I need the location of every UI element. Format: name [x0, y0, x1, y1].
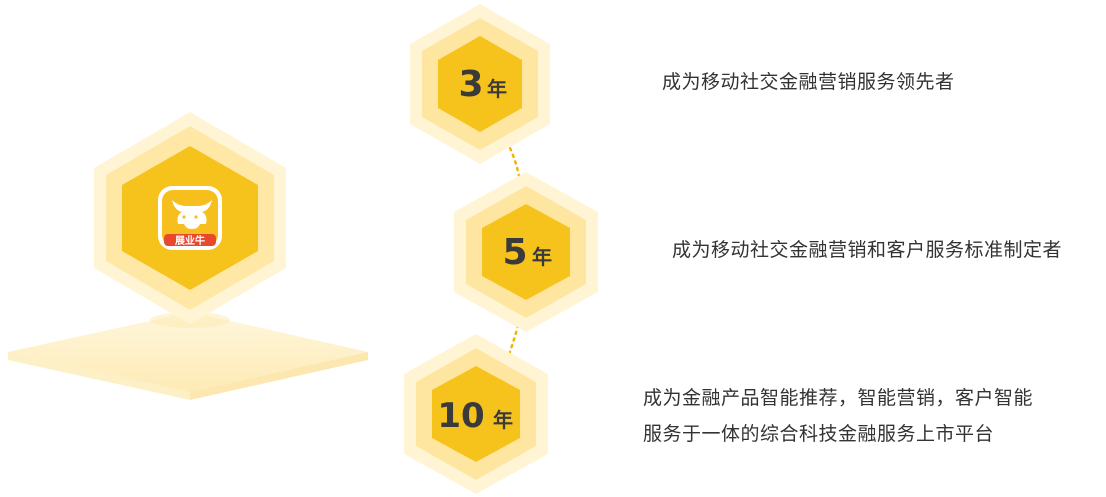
- milestone-hex-10: 10 年: [404, 334, 548, 494]
- milestone-unit: 年: [487, 77, 507, 101]
- description-line: 成为金融产品智能推荐，智能营销，客户智能: [643, 387, 1034, 409]
- milestone-unit: 年: [493, 408, 513, 432]
- bull-icon: [172, 200, 212, 229]
- milestone-description-10: 成为金融产品智能推荐，智能营销，客户智能 服务于一体的综合科技金融服务上市平台: [643, 380, 1033, 452]
- milestone-unit: 年: [532, 245, 552, 269]
- description-line: 成为移动社交金融营销和客户服务标准制定者: [672, 239, 1063, 261]
- app-icon[interactable]: 展业牛: [158, 186, 222, 250]
- milestone-number: 3: [458, 64, 483, 105]
- milestone-number: 10: [437, 396, 484, 436]
- platform-base: [8, 312, 368, 400]
- app-name-label: 展业牛: [175, 234, 205, 247]
- milestone-description-5: 成为移动社交金融营销和客户服务标准制定者: [672, 234, 1062, 266]
- milestone-hex-3: 3 年: [410, 4, 550, 164]
- milestone-description-3: 成为移动社交金融营销服务领先者: [662, 66, 955, 98]
- milestone-hex-5: 5 年: [454, 172, 598, 332]
- description-line: 服务于一体的综合科技金融服务上市平台: [643, 423, 995, 445]
- milestone-number: 5: [502, 232, 527, 273]
- description-line: 成为移动社交金融营销服务领先者: [662, 71, 955, 93]
